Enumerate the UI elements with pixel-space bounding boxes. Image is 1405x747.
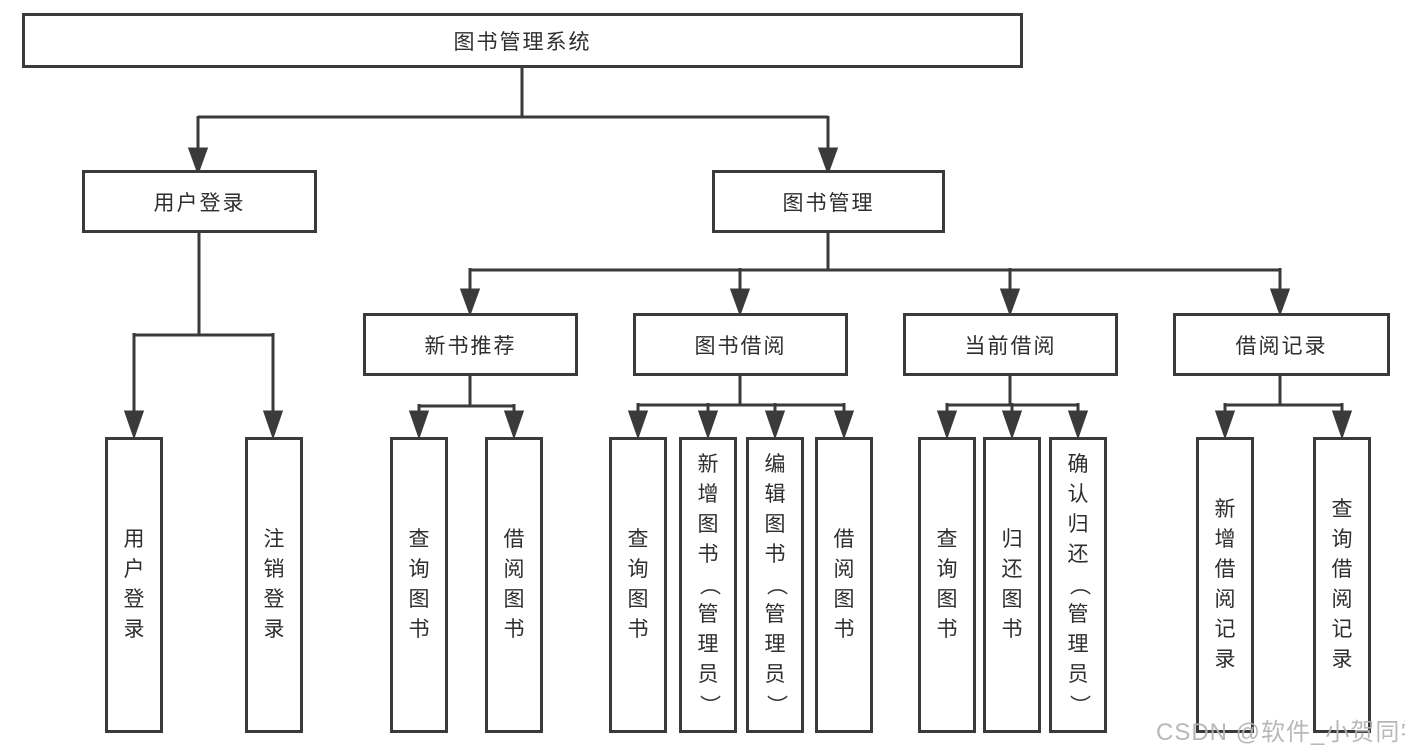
leaf-cb-query-books: 查询图书 [918,437,976,733]
leaf-br-query-record-label: 查询借阅记录 [1331,498,1353,671]
node-current-borrowing: 当前借阅 [903,313,1118,376]
node-book-management: 图书管理 [712,170,945,233]
leaf-bb-query-books: 查询图书 [609,437,667,733]
leaf-br-query-record: 查询借阅记录 [1313,437,1371,733]
leaf-bb-borrow-books: 借阅图书 [815,437,873,733]
leaf-nb-borrow-books: 借阅图书 [485,437,543,733]
leaf-cb-return-books-label: 归还图书 [1001,528,1023,641]
node-new-book-recommend: 新书推荐 [363,313,578,376]
leaf-nb-query-books-label: 查询图书 [408,528,430,641]
node-user-login-label: 用户登录 [153,191,246,215]
node-root-label: 图书管理系统 [453,30,592,54]
node-root: 图书管理系统 [22,13,1023,68]
node-book-borrowing-label: 图书借阅 [694,334,787,358]
leaf-nb-borrow-books-label: 借阅图书 [503,528,525,641]
leaf-cb-confirm-return-admin: 确认归还（管理员） [1049,437,1107,733]
leaf-bb-edit-books-admin-label: 编辑图书（管理员） [764,453,787,716]
leaf-br-add-record: 新增借阅记录 [1196,437,1254,733]
leaf-bb-edit-books-admin: 编辑图书（管理员） [746,437,804,733]
leaf-bb-query-books-label: 查询图书 [627,528,649,641]
node-borrowing-records-label: 借阅记录 [1235,334,1328,358]
node-book-management-label: 图书管理 [782,191,875,215]
node-user-login: 用户登录 [82,170,317,233]
leaf-user-login: 用户登录 [105,437,163,733]
leaf-logout: 注销登录 [245,437,303,733]
leaf-br-add-record-label: 新增借阅记录 [1214,498,1236,671]
leaf-logout-label: 注销登录 [263,528,285,641]
leaf-bb-add-books-admin-label: 新增图书（管理员） [697,453,720,716]
leaf-nb-query-books: 查询图书 [390,437,448,733]
leaf-cb-confirm-return-admin-label: 确认归还（管理员） [1067,453,1090,716]
leaf-cb-query-books-label: 查询图书 [936,528,958,641]
leaf-bb-borrow-books-label: 借阅图书 [833,528,855,641]
leaf-user-login-label: 用户登录 [123,528,145,641]
node-current-borrowing-label: 当前借阅 [964,334,1057,358]
leaf-cb-return-books: 归还图书 [983,437,1041,733]
watermark: CSDN @软件_小贺同学 [1156,719,1405,746]
node-new-book-recommend-label: 新书推荐 [424,334,517,358]
node-book-borrowing: 图书借阅 [633,313,848,376]
leaf-bb-add-books-admin: 新增图书（管理员） [679,437,737,733]
node-borrowing-records: 借阅记录 [1173,313,1390,376]
